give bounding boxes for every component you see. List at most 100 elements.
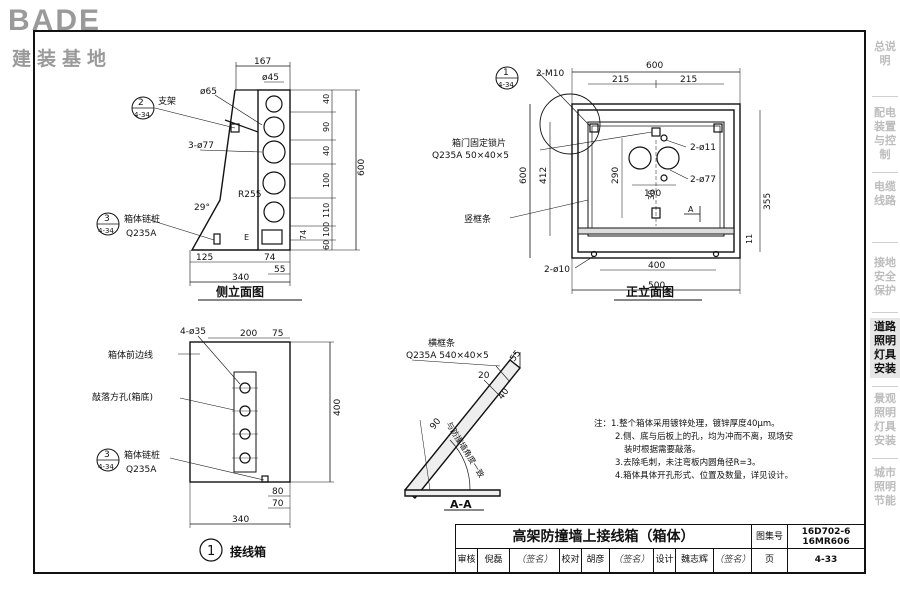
front-view-labels: 600 215 215 1 4-34 2-M10 箱门固定锁片 Q235A 50… — [432, 61, 773, 299]
logo-subtitle: 建装基地 — [12, 48, 113, 70]
front-callout-text: 2-M10 — [536, 69, 564, 79]
front-label-h11: 2-ø11 — [690, 143, 716, 153]
sidebar-item-road-lighting[interactable]: 道路照明灯具安装 — [870, 318, 900, 378]
section-label-bar: 横框条 — [428, 337, 455, 349]
svg-text:100: 100 — [322, 173, 331, 188]
svg-text:70: 70 — [272, 499, 284, 509]
svg-text:110: 110 — [322, 203, 331, 218]
side-label-d65: ø65 — [200, 87, 217, 97]
sidebar-item-energy-saving[interactable]: 城市照明节能 — [874, 466, 896, 507]
bottom-view-labels: 4-ø35 200 75 箱体前边线 敲落方孔(箱底) 3 4-34 箱体链桩 … — [92, 327, 343, 559]
svg-text:215: 215 — [680, 75, 697, 85]
front-callout-num: 1 — [503, 68, 509, 78]
svg-text:30: 30 — [647, 190, 656, 200]
note-2: 2.侧、底与后板上的孔，均为冲而不离，现场安 — [615, 432, 794, 442]
front-label-h77: 2-ø77 — [690, 175, 716, 185]
section-view-drawing — [404, 351, 521, 511]
side-label-angle: 29° — [194, 203, 210, 213]
side-label-d45: ø45 — [262, 73, 279, 83]
front-dim-top-total: 600 — [646, 61, 663, 71]
side-callout-top-ref: 4-34 — [134, 111, 150, 119]
side-callout-top-text: 支架 — [158, 95, 176, 107]
bottom-callout-num: 3 — [104, 450, 110, 460]
bottom-view-drawing — [96, 335, 334, 562]
svg-text:400: 400 — [648, 261, 665, 271]
svg-text:40: 40 — [322, 146, 331, 156]
sidebar-item-distribution[interactable]: 配电装置与控制 — [874, 106, 896, 161]
signature-designer: （签名） — [714, 549, 752, 572]
front-label-fixing: 箱门固定锁片 — [452, 137, 506, 149]
svg-text:200: 200 — [240, 329, 257, 339]
front-view-title: 正立面图 — [626, 284, 674, 299]
svg-text:60: 60 — [322, 240, 331, 250]
front-view-drawing — [495, 66, 761, 301]
page-number: 4-33 — [814, 555, 838, 565]
bottom-callout-circle-num: 1 — [207, 544, 215, 559]
side-view-drawing — [96, 62, 360, 301]
atlas-code: 16D702-6 16MR606 — [788, 525, 864, 549]
note-3: 3.去除毛刺，未注弯板内圆角径R=3。 — [615, 458, 761, 468]
sidebar-item-cable[interactable]: 电缆线路 — [874, 180, 896, 207]
svg-text:215: 215 — [612, 75, 629, 85]
bottom-view-title: 接线箱 — [230, 544, 266, 559]
sidebar-item-general[interactable]: 总说明 — [874, 40, 896, 67]
svg-text:90: 90 — [322, 122, 331, 132]
signature-row: 审核 倪磊 （签名） 校对 胡彦 （签名） 设计 魏志辉 （签名） 页 4-33 — [456, 549, 864, 572]
bottom-label-material: Q235A — [126, 465, 157, 475]
svg-text:40: 40 — [322, 94, 331, 104]
front-label-fixing-material: Q235A 50×40×5 — [432, 151, 509, 161]
side-view-title: 侧立面图 — [216, 284, 264, 299]
svg-text:400: 400 — [333, 399, 343, 416]
bottom-label-knockout: 敲落方孔(箱底) — [92, 391, 153, 403]
section-dim-90: 90 — [428, 416, 443, 431]
notes-head: 注： — [594, 419, 612, 429]
atlas-label: 图集号 — [752, 525, 788, 549]
side-dim-total: 600 — [357, 159, 367, 176]
chapter-sidebar: 总说明 配电装置与控制 电缆线路 接地安全保护 道路照明灯具安装 景观照明灯具安… — [870, 30, 900, 574]
svg-text:55: 55 — [274, 265, 285, 275]
note-2-cont: 装时根据需要敲落。 — [624, 445, 701, 455]
section-view-title: A-A — [450, 498, 472, 511]
section-label-bar-material: Q235A 540×40×5 — [406, 351, 489, 361]
signature-checker: （签名） — [610, 549, 654, 572]
side-callout-bottom-ref: 4-34 — [98, 227, 114, 235]
bottom-callout-ref: 4-34 — [98, 463, 114, 471]
svg-text:290: 290 — [611, 167, 621, 184]
title-block: 高架防撞墙上接线箱（箱体） 图集号 16D702-6 16MR606 审核 倪磊… — [455, 524, 866, 574]
side-dim-top: 167 — [254, 57, 271, 67]
svg-text:11: 11 — [745, 234, 754, 244]
signature-reviewer: （签名） — [510, 549, 560, 572]
side-view-labels: 167 ø45 ø65 3-ø77 R255 29° E 2 4-34 支架 3… — [98, 57, 367, 299]
side-dim-small: 74 — [299, 230, 308, 240]
svg-text:100: 100 — [644, 189, 661, 199]
bottom-label-chain: 箱体链桩 — [124, 449, 160, 461]
sidebar-item-landscape-lighting[interactable]: 景观照明灯具安装 — [874, 392, 896, 447]
side-label-e: E — [244, 233, 249, 242]
front-label-section: A — [688, 205, 694, 214]
svg-text:74: 74 — [264, 253, 276, 263]
svg-text:600: 600 — [519, 167, 529, 184]
svg-text:500: 500 — [648, 281, 665, 291]
svg-text:125: 125 — [196, 253, 213, 263]
note-1: 1.整个箱体采用镀锌处理，镀锌厚度40μm。 — [611, 419, 780, 429]
svg-text:100: 100 — [322, 222, 331, 237]
svg-text:80: 80 — [272, 487, 284, 497]
side-label-d77: 3-ø77 — [188, 141, 214, 151]
bottom-label-holes: 4-ø35 — [180, 327, 206, 337]
svg-text:75: 75 — [272, 329, 283, 339]
drawing-frame — [33, 30, 866, 574]
front-label-vertical-bar: 竖框条 — [464, 213, 491, 225]
svg-text:340: 340 — [232, 515, 249, 525]
front-label-h10: 2-ø10 — [544, 265, 570, 275]
svg-text:412: 412 — [539, 167, 549, 184]
svg-text:355: 355 — [763, 193, 773, 210]
notes-block: 注：1.整个箱体采用镀锌处理，镀锌厚度40μm。 2.侧、底与后板上的孔，均为冲… — [594, 418, 854, 483]
front-callout-ref: 4-34 — [498, 81, 514, 89]
side-callout-bottom-num: 3 — [104, 214, 110, 224]
section-dim-20: 20 — [478, 371, 490, 381]
side-callout-top-num: 2 — [138, 98, 144, 108]
side-label-r255: R255 — [238, 190, 261, 200]
note-4: 4.箱体具体开孔形式、位置及数量，详见设计。 — [615, 471, 794, 481]
sidebar-item-grounding[interactable]: 接地安全保护 — [874, 256, 896, 297]
